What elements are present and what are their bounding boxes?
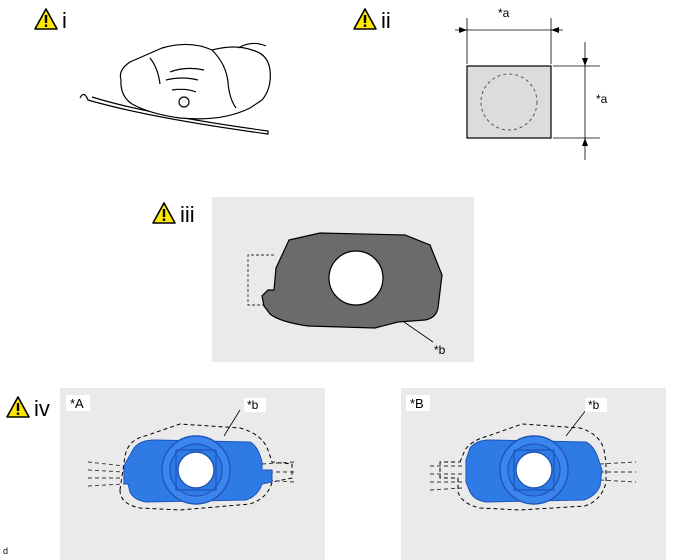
panel-a xyxy=(60,388,325,560)
panel-b xyxy=(401,388,666,560)
panel-a-label: *A xyxy=(70,396,84,411)
callout-b-label: *b xyxy=(434,343,446,357)
step-i: i xyxy=(34,8,271,135)
adhesive-square-diagram xyxy=(455,18,600,160)
step-iv-label: iv xyxy=(34,396,50,421)
panel-b-callout-b: *b xyxy=(588,398,600,412)
footer-code: d xyxy=(3,546,8,556)
panel-b-label: *B xyxy=(410,396,424,411)
warning-triangle-icon xyxy=(6,396,30,418)
step-i-label: i xyxy=(62,8,67,33)
wiping-hand-illustration xyxy=(79,42,271,135)
step-ii: ii *a *a xyxy=(353,6,608,160)
panel-a-callout-b: *b xyxy=(247,398,259,412)
dimension-label-right: *a xyxy=(596,92,608,106)
step-iii: iii *b xyxy=(152,197,474,362)
step-iii-label: iii xyxy=(180,202,195,227)
warning-triangle-icon xyxy=(34,8,58,30)
step-iv: iv *A *b xyxy=(6,388,666,560)
warning-triangle-icon xyxy=(353,8,377,30)
warning-triangle-icon xyxy=(152,202,176,224)
step-ii-label: ii xyxy=(381,8,391,33)
dimension-label-top: *a xyxy=(498,6,510,20)
